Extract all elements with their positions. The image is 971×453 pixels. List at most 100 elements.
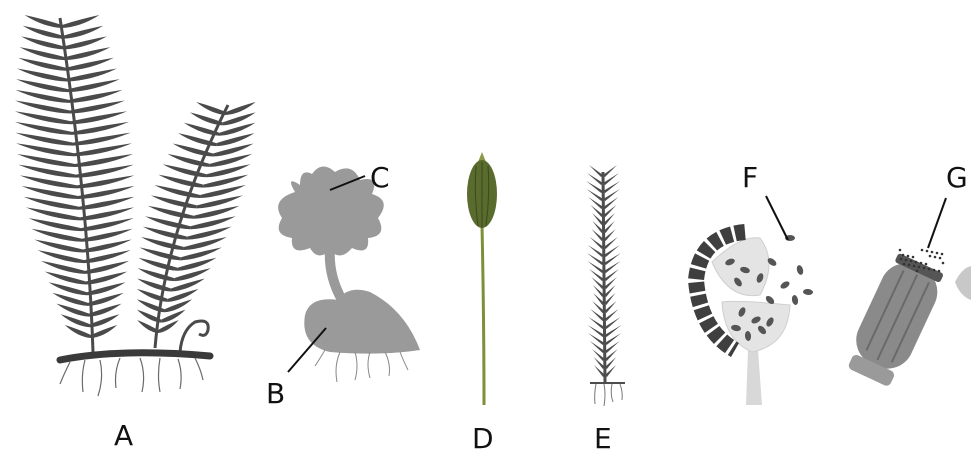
fern-pinna [138,258,177,271]
label-g: G [946,161,968,194]
fern-pinna [68,79,120,92]
fern-pinna [75,154,133,167]
label-c: C [370,161,390,194]
label-e: E [594,422,612,453]
fern-pinna [25,15,62,28]
fern-pinna [29,218,81,231]
spore-dot [902,254,905,257]
thallus-stalk [330,248,342,300]
spore-dot [912,256,915,259]
fern-pinna [65,47,110,60]
fern-pinna [137,320,158,333]
fern-pinna [148,206,194,219]
capsule-releasing-spores-illustration [842,249,971,390]
pointer-f [766,196,788,240]
moss-leaf [603,165,617,177]
fern-frond-large [15,15,135,352]
fern-pinna [15,101,70,114]
fern-pinna [87,282,125,295]
fern-pinna [74,143,132,156]
spore-dot [929,255,932,258]
sporangium-stalk [746,350,762,405]
label-d: D [472,422,494,453]
fern-pinna [15,122,72,135]
fern-pinna [84,250,130,263]
fern-pinna [196,102,226,115]
thallus-lobed-upper [278,166,384,255]
fern-pinna [82,229,133,242]
adjacent-capsule-partial [955,266,971,300]
fern-pinna [141,237,184,250]
fern-pinna [62,15,99,28]
spore-dot [938,270,941,273]
label-a: A [114,419,133,452]
fern-frond-small [137,102,256,348]
fern-pinna [91,325,117,338]
fern-pinna [77,175,134,188]
spore-dot [925,263,928,266]
spore [779,280,791,290]
spore-dot [907,255,910,258]
fern-plant-illustration [15,15,256,396]
spore-dot [920,262,923,265]
fern-pinna [20,175,77,188]
fern-pinna [18,58,66,71]
fern-pinna [139,247,180,260]
spore-dot [928,268,931,271]
fern-pinna [17,154,75,167]
prothallus-lower [304,290,420,354]
pointer-g [928,198,946,248]
fern-pinna [31,229,82,242]
fern-pinna [22,186,78,199]
spore-dot [900,258,903,261]
fern-pinna [16,79,68,92]
fern-pinna [38,250,84,263]
fern-pinna [73,133,131,146]
fern-pinna [26,207,80,220]
fern-pinna [143,227,187,240]
fern-pinna [34,239,83,252]
spore-dot [899,249,902,252]
spore-dot [916,270,919,273]
label-f: F [742,161,758,194]
fern-pinna [23,26,63,39]
spore-dot [933,269,936,272]
fern-pinna [20,47,65,60]
spore-dot [926,250,929,253]
fern-pinna [63,26,103,39]
moss-leaf [589,165,603,177]
fern-pinna [72,122,129,135]
fern-pinna [78,186,134,199]
spore-dot [942,262,945,265]
spore-dot [936,252,939,255]
fern-pinna [15,111,71,124]
fern-pinna [69,90,123,103]
fern-roots [60,358,203,396]
fern-pinna [16,143,74,156]
moss-sporophyte-illustration [467,152,497,405]
fern-pinna [66,58,114,71]
sporangium-illustration [696,232,813,405]
rhizome [60,353,210,360]
fern-pinna [64,36,107,49]
fern-pinna [184,123,220,136]
prothallus-rhizoids [315,350,408,382]
fern-pinna [81,218,133,231]
fern-pinna [89,304,122,317]
spore-dot [910,260,913,263]
spore-dot [921,249,924,252]
fern-pinna [41,261,85,274]
fern-pinna [190,112,223,125]
fern-pinna [70,101,125,114]
fern-pinna [145,216,190,229]
spore-dot [934,256,937,259]
fern-pinna [83,239,132,252]
gametophyte-prothallus-illustration [278,166,420,382]
spore-dot [918,266,921,269]
fern-pinna [17,68,67,81]
spore-dot [908,264,911,267]
fern-pinna [79,197,134,210]
fern-pinna [67,68,117,81]
spore-dot [931,251,934,254]
